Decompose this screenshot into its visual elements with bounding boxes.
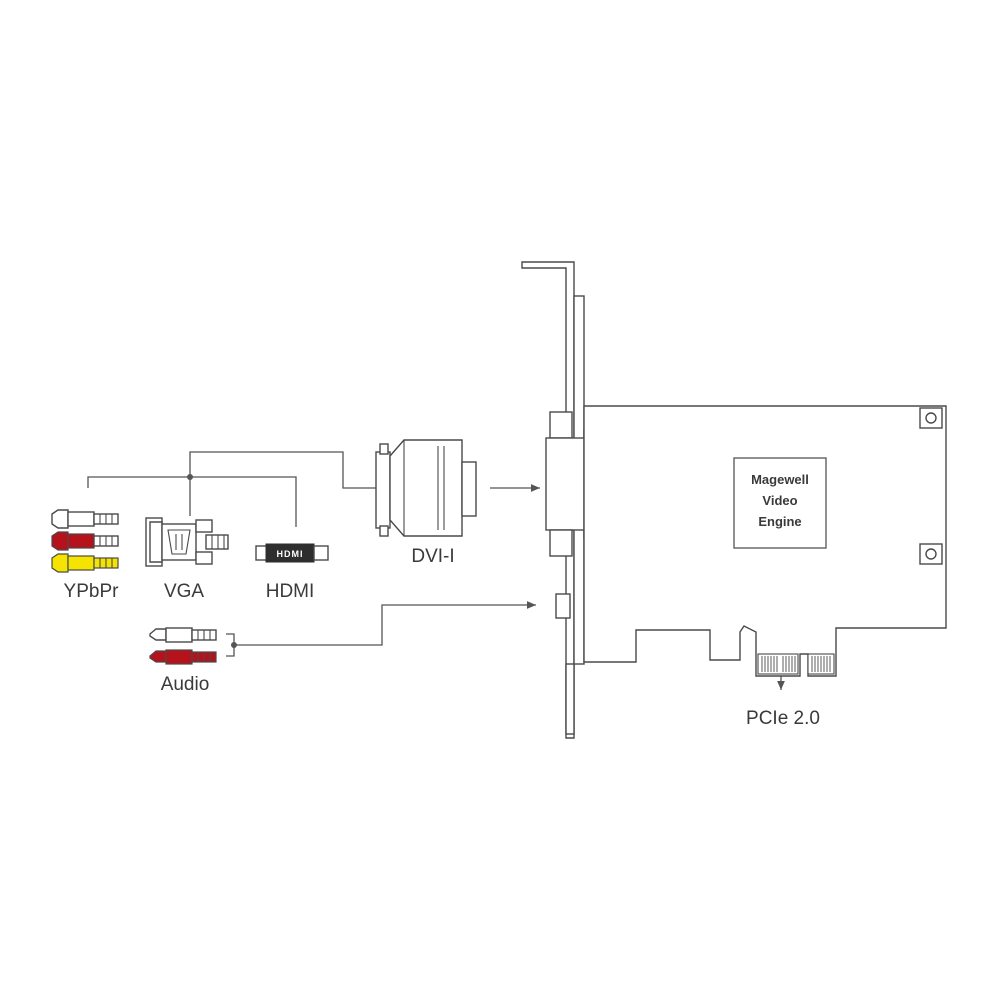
audio-label: Audio bbox=[161, 674, 210, 695]
engine-label-line2: Video bbox=[762, 493, 797, 508]
vga-label: VGA bbox=[164, 581, 204, 602]
dvi-label: DVI-I bbox=[411, 546, 454, 567]
engine-label-line1: Magewell bbox=[751, 472, 809, 487]
hdmi-connector-icon: HDMI bbox=[255, 543, 329, 563]
engine-label-line3: Engine bbox=[758, 514, 801, 529]
rca-cable-icon bbox=[51, 509, 119, 573]
audio-rca-cable-icon bbox=[149, 627, 217, 665]
vga-connector-icon bbox=[145, 517, 229, 567]
rca-yellow-plug bbox=[51, 553, 119, 573]
ypbpr-label: YPbPr bbox=[64, 581, 120, 602]
pcie-label: PCIe 2.0 bbox=[746, 708, 820, 729]
hdmi-label: HDMI bbox=[266, 581, 315, 602]
dvi-connector-icon bbox=[375, 439, 477, 537]
hdmi-logo: HDMI bbox=[277, 549, 304, 559]
rca-white-plug bbox=[51, 509, 119, 529]
video-engine-box: Magewell Video Engine bbox=[733, 457, 827, 549]
rca-red-plug bbox=[51, 531, 119, 551]
